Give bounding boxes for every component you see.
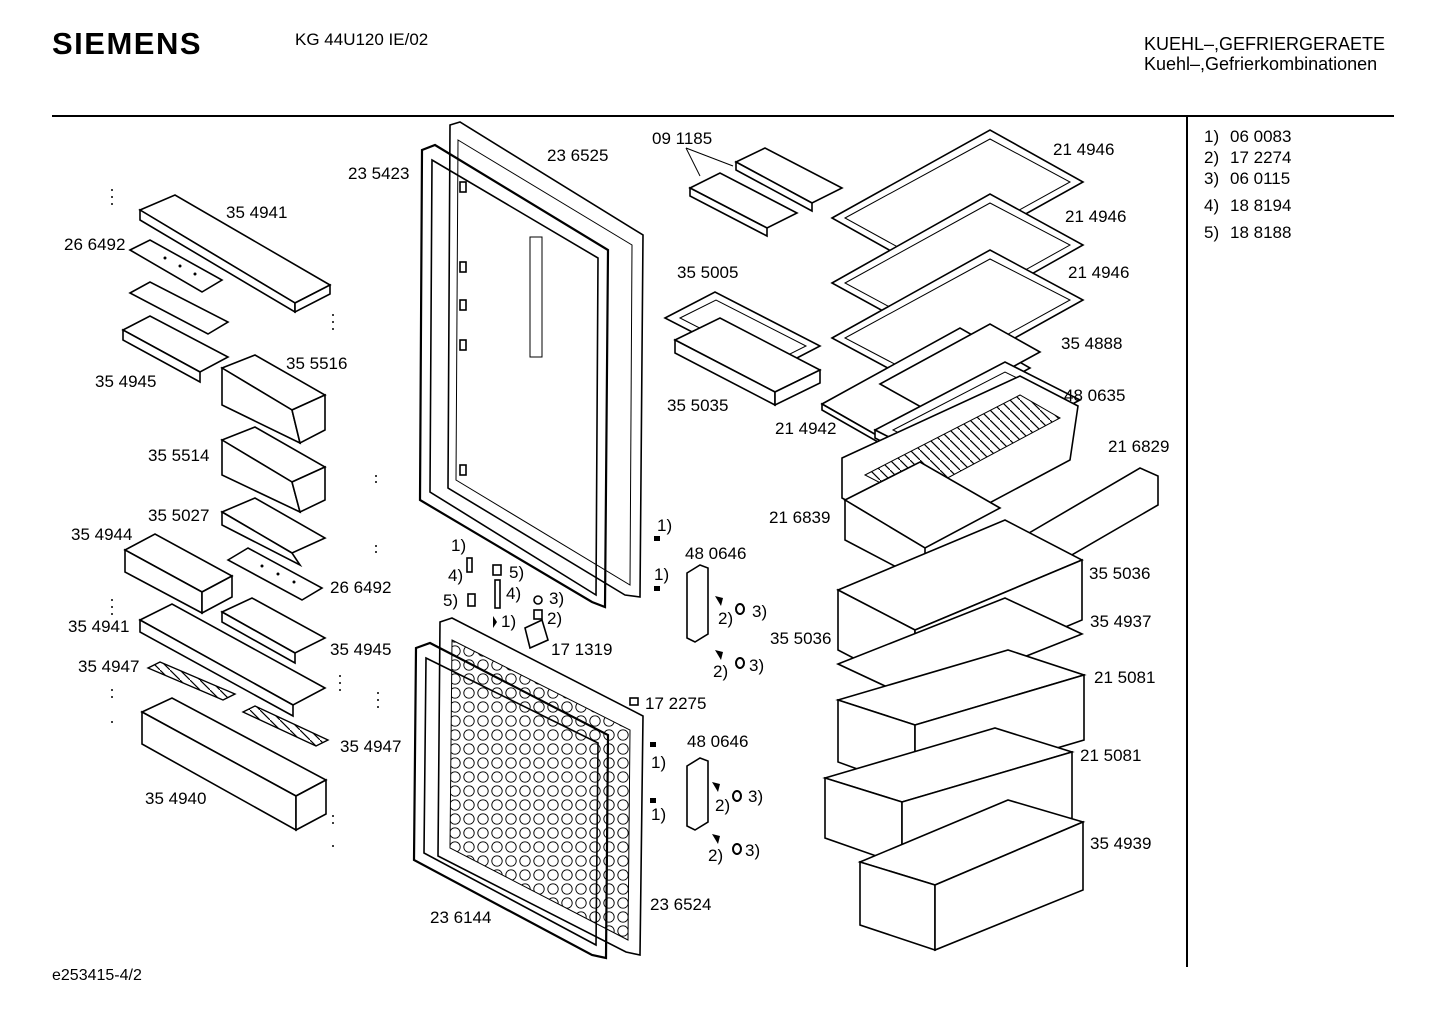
label-355027: 35 5027	[148, 506, 209, 525]
legend-item: 5)18 8188	[1204, 223, 1292, 242]
label-354888: 35 4888	[1061, 334, 1122, 353]
parts-legend: 1)06 0083 2)17 2274 3)06 0115 4)18 8194 …	[1204, 126, 1291, 243]
label-355514: 35 5514	[148, 446, 209, 465]
legend-item: 1)06 0083	[1204, 127, 1292, 146]
legend-item: 3)06 0115	[1204, 169, 1291, 188]
ref-1: 1)	[451, 536, 466, 555]
hinge-fittings	[466, 536, 660, 803]
label-214946-1: 21 4946	[1053, 140, 1114, 159]
ref-2: 2)	[718, 609, 733, 628]
handle-screws	[712, 596, 745, 855]
freezer-drawer-354939	[857, 799, 1086, 952]
grille-354947	[146, 661, 330, 747]
egg-tray-266492	[128, 239, 224, 293]
label-354944: 35 4944	[71, 525, 132, 544]
label-480646-lower: 48 0646	[687, 732, 748, 751]
door-box-354945-top	[121, 315, 230, 384]
handle-480646-upper	[686, 564, 709, 643]
ref-3: 3)	[745, 841, 760, 860]
ref-1: 1)	[651, 753, 666, 772]
ref-1: 1)	[654, 565, 669, 584]
egg-tray-266492-lower	[226, 547, 324, 601]
label-236144: 23 6144	[430, 908, 491, 927]
label-236525: 23 6525	[547, 146, 608, 165]
label-172275: 17 2275	[645, 694, 706, 713]
label-216839: 21 6839	[769, 508, 830, 527]
label-235423: 23 5423	[348, 164, 409, 183]
ref-3: 3)	[749, 656, 764, 675]
label-354945-top: 35 4945	[95, 372, 156, 391]
ref-3: 3)	[752, 602, 767, 621]
door-shelf-354941-top	[138, 194, 332, 314]
brand-logo: SIEMENS	[52, 26, 203, 61]
label-355005: 35 5005	[677, 263, 738, 282]
legend-item: 4)18 8194	[1204, 196, 1292, 215]
upper-gasket-235423	[418, 143, 610, 609]
bottle-shelf-354940	[140, 697, 328, 832]
upper-door-236525	[447, 121, 644, 598]
ref-5: 5)	[509, 563, 524, 582]
legend-divider	[1186, 117, 1188, 967]
ref-4: 4)	[506, 584, 521, 603]
label-215081-2: 21 5081	[1080, 746, 1141, 765]
ref-3: 3)	[748, 787, 763, 806]
ice-trays-091185	[685, 147, 844, 238]
label-480646-upper: 48 0646	[685, 544, 746, 563]
legend-item: 2)17 2274	[1204, 148, 1292, 167]
label-215081-1: 21 5081	[1094, 668, 1155, 687]
dotted-marks	[111, 189, 379, 847]
ref-3: 3)	[549, 589, 564, 608]
label-355036-right: 35 5036	[1089, 564, 1150, 583]
ref-4: 4)	[448, 566, 463, 585]
label-214946-2: 21 4946	[1065, 207, 1126, 226]
ref-2: 2)	[713, 662, 728, 681]
label-354939: 35 4939	[1090, 834, 1151, 853]
label-216829: 21 6829	[1108, 437, 1169, 456]
label-355035: 35 5035	[667, 396, 728, 415]
ref-1: 1)	[657, 516, 672, 535]
label-354941-lower: 35 4941	[68, 617, 129, 636]
label-354947-b: 35 4947	[340, 737, 401, 756]
label-266492-top: 26 6492	[64, 235, 125, 254]
insert-plate	[128, 281, 230, 335]
label-214946-3: 21 4946	[1068, 263, 1129, 282]
label-354940: 35 4940	[145, 789, 206, 808]
model-number: KG 44U120 IE/02	[295, 30, 429, 49]
ref-2: 2)	[715, 796, 730, 815]
handle-480646-lower	[686, 757, 709, 831]
door-shelf-354941-lower	[138, 603, 327, 718]
part-labels: 35 4941 26 6492 35 4945 35 5516 35 5514 …	[64, 129, 1169, 927]
ref-2: 2)	[708, 846, 723, 865]
door-box-354944	[123, 533, 234, 615]
box-355516	[220, 354, 327, 445]
label-214942: 21 4942	[775, 419, 836, 438]
label-355516: 35 5516	[286, 354, 347, 373]
label-266492-lower: 26 6492	[330, 578, 391, 597]
label-355036-left: 35 5036	[770, 629, 831, 648]
label-354937: 35 4937	[1090, 612, 1151, 631]
drawer-355035	[673, 317, 822, 407]
label-236524: 23 6524	[650, 895, 711, 914]
lower-gasket-236144	[412, 641, 610, 960]
label-354945-lower: 35 4945	[330, 640, 391, 659]
door-box-354945-lower	[220, 597, 327, 665]
label-171319: 17 1319	[551, 640, 612, 659]
shelf-354888	[878, 323, 1042, 413]
label-091185: 09 1185	[652, 129, 712, 148]
ref-2: 2)	[547, 609, 562, 628]
ref-1: 1)	[651, 805, 666, 824]
lower-door-236524	[437, 617, 644, 956]
label-354941-top: 35 4941	[226, 203, 287, 222]
label-480635: 48 0635	[1064, 386, 1125, 405]
label-354947-a: 35 4947	[78, 657, 139, 676]
box-355514	[220, 426, 327, 514]
header-divider	[52, 115, 1394, 117]
lid-355027	[220, 497, 327, 568]
ref-1: 1)	[501, 612, 516, 631]
category-title: KUEHL–,GEFRIERGERAETE	[1144, 34, 1386, 54]
ref-5: 5)	[443, 591, 458, 610]
category-subtitle: Kuehl–,Gefrierkombinationen	[1144, 54, 1378, 74]
drawing-code: e253415-4/2	[52, 967, 142, 984]
